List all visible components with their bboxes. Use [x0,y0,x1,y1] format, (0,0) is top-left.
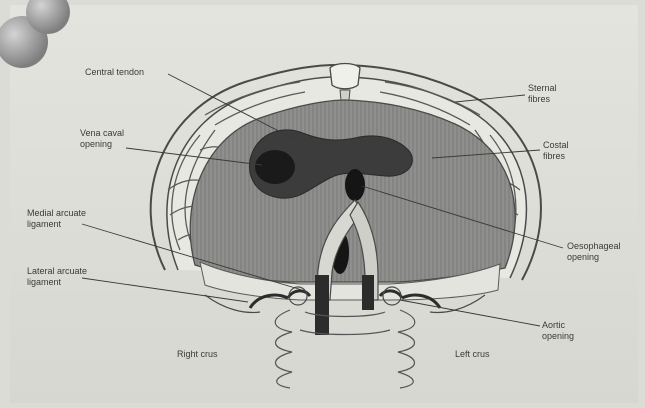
label-medial-arcuate-line2: ligament [27,219,61,230]
label-costal-line2: fibres [543,151,565,162]
right-crus-dark [315,275,329,335]
label-vena-caval-line2: opening [80,139,112,150]
label-vena-caval-line1: Vena caval [80,128,124,139]
label-sternal-line1: Sternal [528,83,557,94]
xiphoid-process [330,64,360,89]
label-sternal-line2: fibres [528,94,550,105]
label-aortic-line2: opening [542,331,574,342]
oesophageal-opening [345,169,365,201]
label-oesophageal-line1: Oesophageal [567,241,621,252]
label-left-crus: Left crus [455,349,490,360]
label-costal-line1: Costal [543,140,569,151]
label-central-tendon: Central tendon [85,67,144,78]
label-oesophageal-line2: opening [567,252,599,263]
label-aortic-line1: Aortic [542,320,565,331]
label-right-crus: Right crus [177,349,218,360]
vena-caval-opening [255,150,295,184]
label-medial-arcuate-line1: Medial arcuate [27,208,86,219]
left-crus-dark [362,275,374,310]
vertebral-column [275,310,415,388]
label-lateral-arcuate-line2: ligament [27,277,61,288]
label-lateral-arcuate-line1: Lateral arcuate [27,266,87,277]
